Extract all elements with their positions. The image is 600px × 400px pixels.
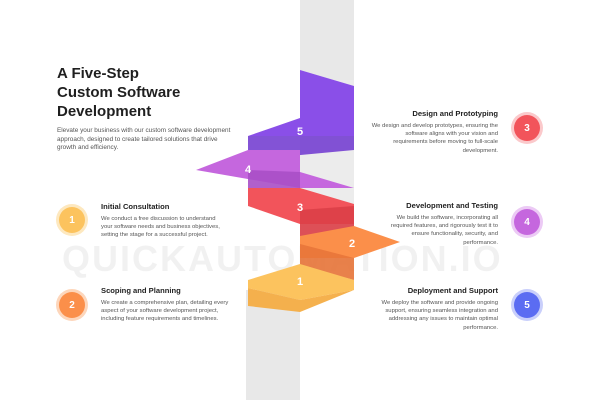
step-4-title: Development and Testing (406, 201, 498, 210)
step-5-badge: 5 (514, 292, 540, 318)
stair-5-number: 5 (297, 126, 303, 138)
step-2-badge: 2 (59, 292, 85, 318)
step-5-title: Deployment and Support (407, 286, 498, 295)
background-column-top (300, 0, 354, 80)
stair-2-number: 2 (349, 238, 355, 250)
stair-1-top (248, 264, 354, 300)
step-4-badge: 4 (514, 209, 540, 235)
stair-2-top (300, 226, 400, 258)
stair-3-number: 3 (297, 202, 303, 214)
stair-1-number: 1 (297, 276, 303, 288)
step-1-title: Initial Consultation (101, 202, 170, 211)
step-5-description: We deploy the software and provide ongoi… (381, 300, 498, 331)
stair-1-front (248, 288, 354, 312)
step-2-description: We create a comprehensive plan, detailin… (101, 300, 229, 323)
step-4-description: We build the software, incorporating all… (390, 215, 498, 246)
stair-2-front (300, 244, 354, 280)
step-3-badge: 3 (514, 115, 540, 141)
step-1-badge: 1 (59, 207, 85, 233)
stair-4-number: 4 (245, 164, 252, 176)
step-2-title: Scoping and Planning (101, 286, 181, 295)
intro-text: Elevate your business with our custom so… (57, 127, 231, 152)
step-1-description: We conduct a free discussion to understa… (101, 216, 220, 239)
stair-5-top (248, 70, 354, 136)
step-3-title: Design and Prototyping (412, 109, 498, 118)
stair-4-top (196, 150, 354, 188)
page-title: A Five-Step Custom Software Development (57, 65, 181, 120)
step-3-description: We design and develop prototypes, ensuri… (371, 123, 498, 154)
